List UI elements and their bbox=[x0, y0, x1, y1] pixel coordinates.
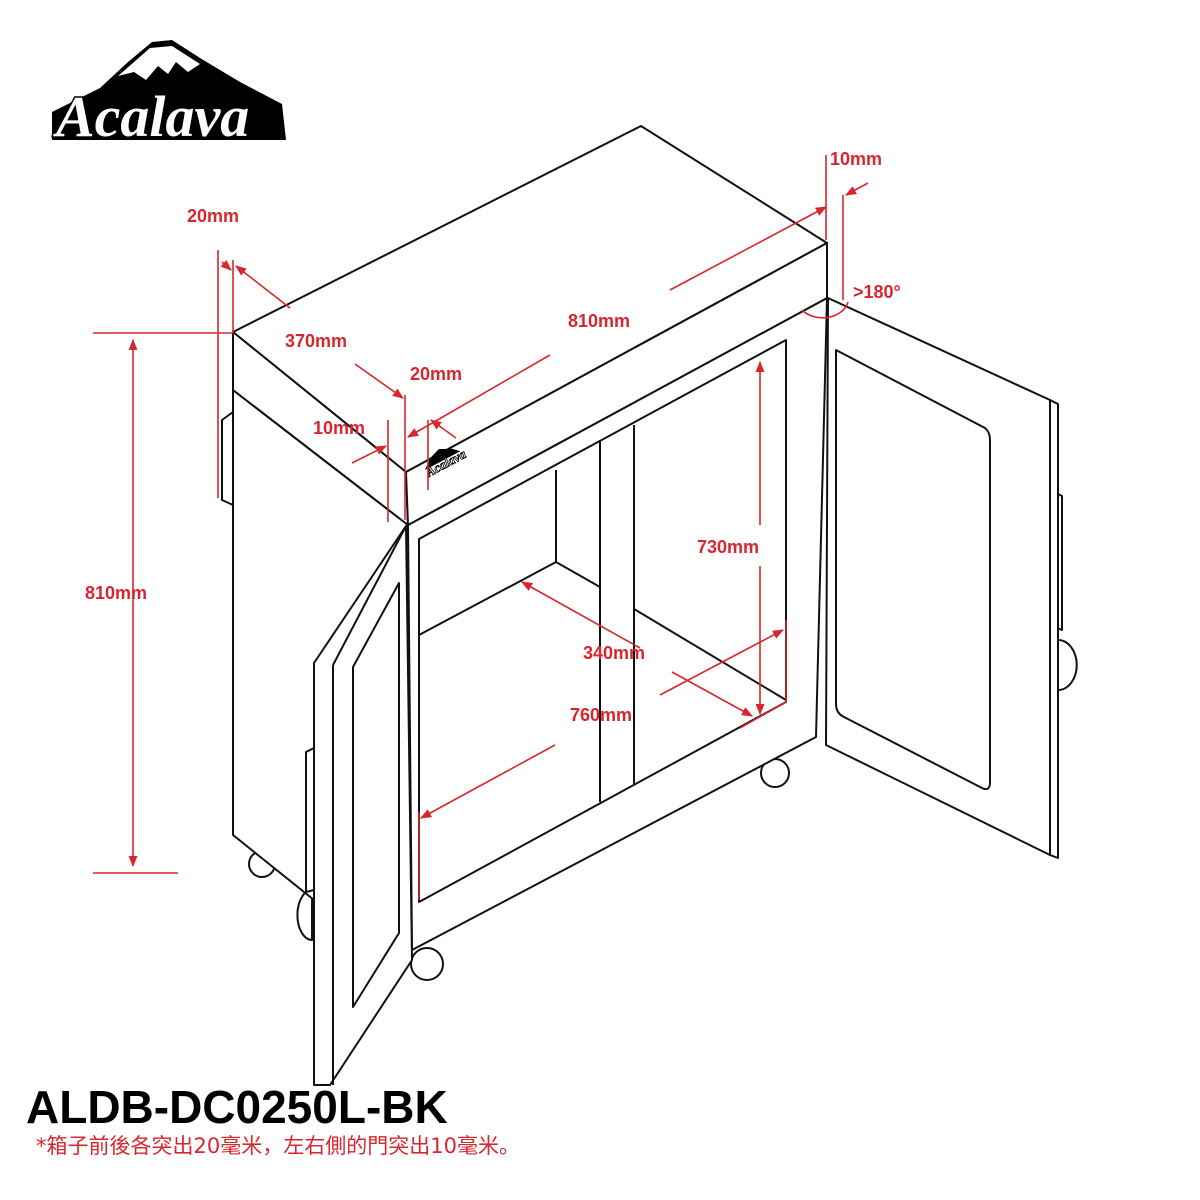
door-protrusion-left-label: 10mm bbox=[313, 418, 365, 438]
top-width-label: 810mm bbox=[568, 311, 630, 331]
acalava-logo: Acalava bbox=[52, 40, 286, 151]
cabinet-body: Acalava bbox=[221, 125, 1078, 1086]
door-angle-label: >180° bbox=[853, 282, 901, 302]
top-depth-label: 370mm bbox=[285, 331, 347, 351]
wheel-icon bbox=[410, 947, 444, 981]
svg-text:Acalava: Acalava bbox=[53, 84, 249, 149]
height-total-label: 810mm bbox=[85, 583, 147, 603]
top-overhang-back-label: 20mm bbox=[187, 206, 239, 226]
model-number: ALDB-DC0250L-BK bbox=[26, 1081, 448, 1133]
dimension-note: *箱子前後各突出20毫米，左右側的門突出10毫米。 bbox=[36, 1134, 520, 1158]
inner-depth-label: 340mm bbox=[583, 643, 645, 663]
left-door-window bbox=[352, 582, 400, 1008]
dimension-lines: 810mm 20mm 370mm 20mm 10mm 810mm 10mm >1… bbox=[85, 149, 901, 900]
door-protrusion-right-label: 10mm bbox=[830, 149, 882, 169]
left-side-handle bbox=[221, 411, 234, 506]
right-wheel-icon bbox=[1057, 639, 1078, 691]
inner-height-label: 730mm bbox=[697, 537, 759, 557]
inner-width-label: 760mm bbox=[570, 705, 632, 725]
right-door-window bbox=[835, 349, 991, 791]
top-overhang-front-label: 20mm bbox=[410, 364, 462, 384]
